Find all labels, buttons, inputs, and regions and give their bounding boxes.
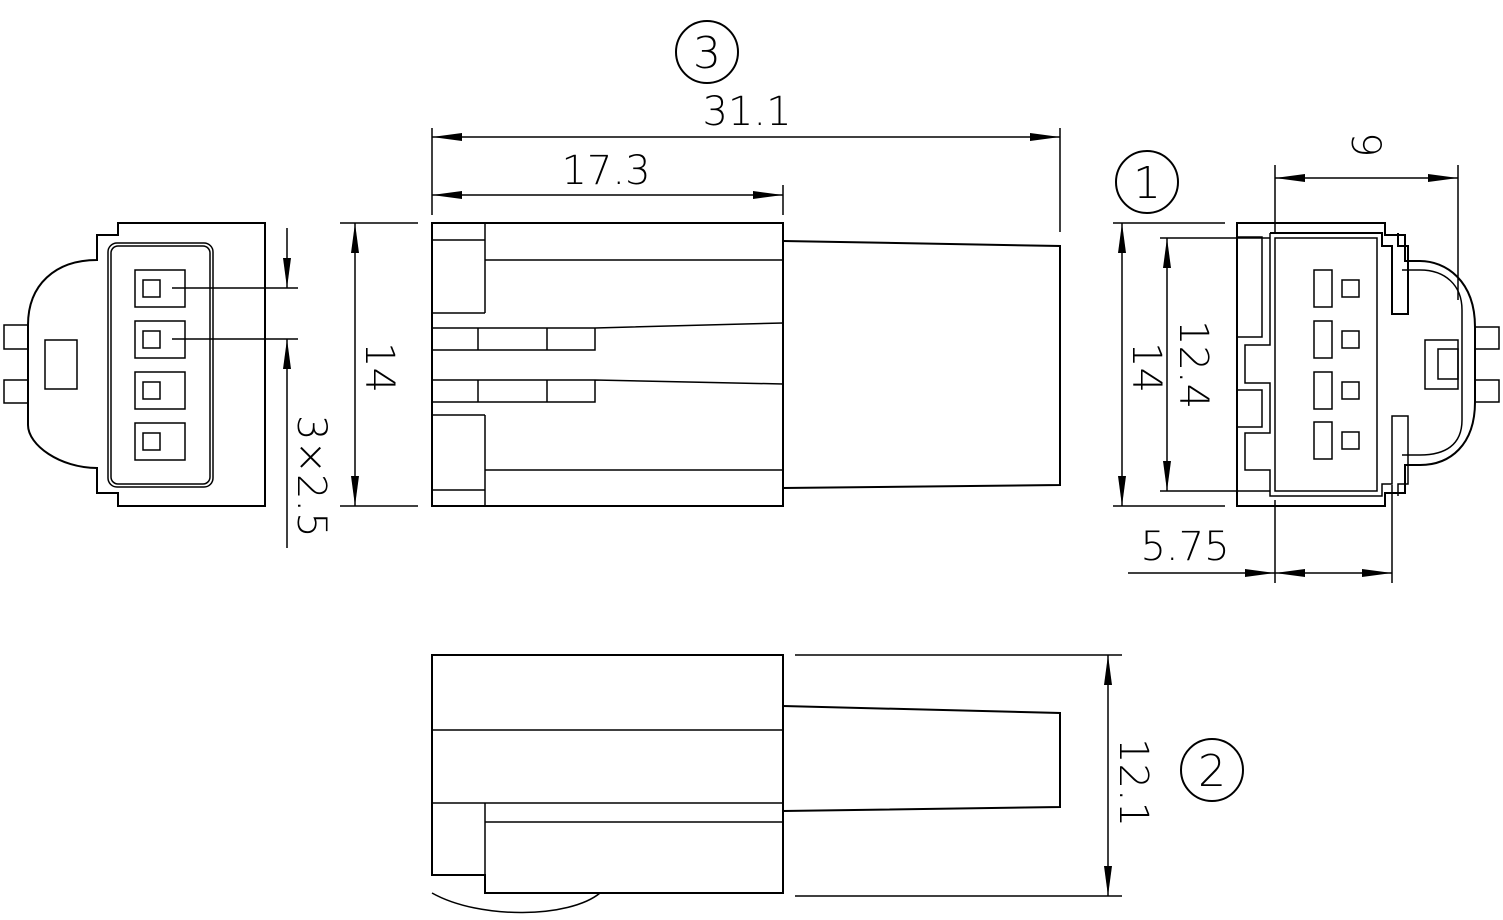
end-view: 3×2.5 [3, 222, 334, 548]
pin-cavities [1313, 269, 1360, 460]
height-dimension-label: 14 [356, 342, 402, 393]
view-2-callout: 2 [1198, 746, 1226, 797]
view-1: 1 9 14 12.4 5.75 [1113, 132, 1500, 583]
pin-cavities [134, 269, 186, 461]
view-1-callout: 1 [1133, 158, 1161, 209]
height-dimension-label: 14 [1123, 342, 1169, 393]
offset-dimension-label: 5.75 [1140, 524, 1229, 570]
view-3: 3 31.1 17.3 14 [340, 20, 1061, 507]
view-3-callout: 3 [693, 28, 721, 79]
width-dimension-label: 9 [1342, 132, 1388, 157]
view-2: 2 12.1 [431, 654, 1244, 914]
length-dimension-label: 31.1 [702, 89, 791, 135]
pitch-dimension-label: 3×2.5 [288, 415, 334, 538]
inner-height-dimension-label: 12.4 [1170, 320, 1216, 409]
front-length-dimension-label: 17.3 [561, 148, 650, 194]
height-dimension-label: 12.1 [1110, 738, 1156, 827]
